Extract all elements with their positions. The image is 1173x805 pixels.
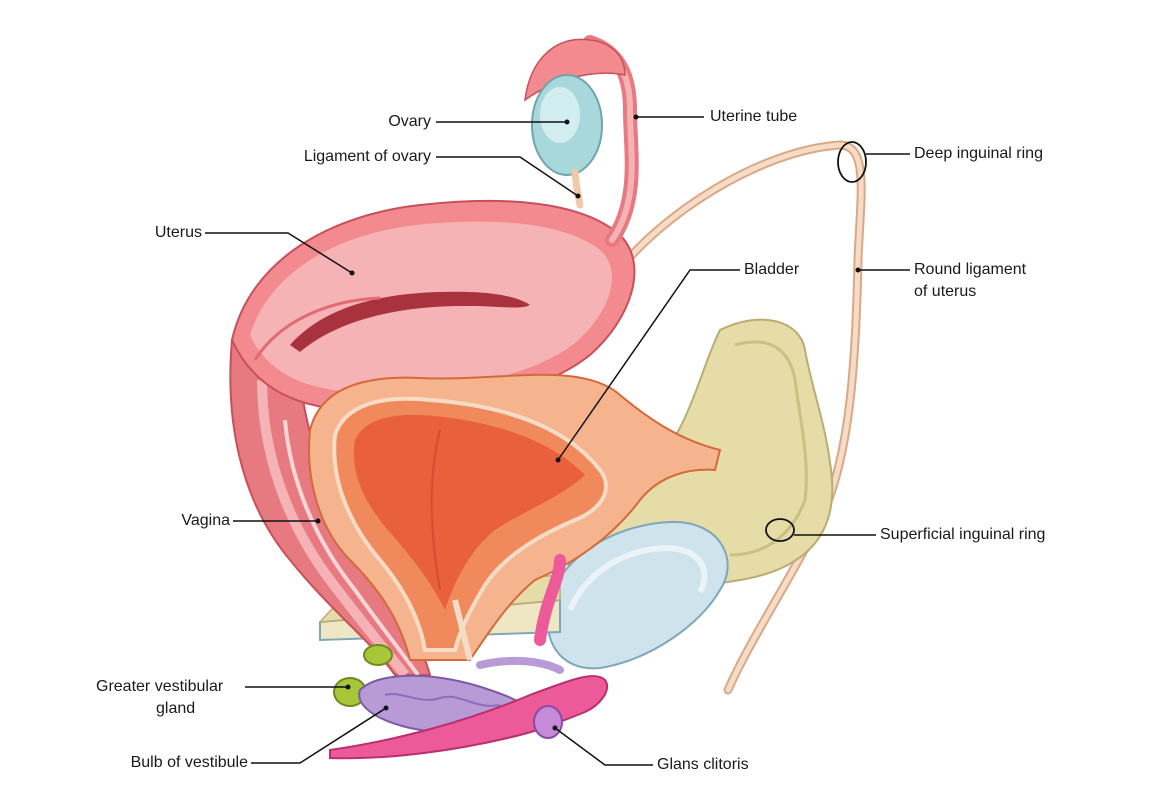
clitoris-shape: [329, 674, 608, 760]
superficial-inguinal-ring-marker: [765, 518, 795, 542]
label-bladder: Bladder: [744, 261, 800, 278]
leader-bulb-of-vestibule: [251, 707, 387, 764]
label-vagina: Vagina: [181, 512, 230, 529]
label-round-ligament-line1: Round ligament: [914, 261, 1027, 278]
ligament-of-ovary-shape: [571, 168, 584, 209]
label-glans-clitoris: Glans clitoris: [657, 756, 749, 773]
urethra-shape: [452, 599, 473, 661]
label-deep-inguinal-ring: Deep inguinal ring: [914, 145, 1043, 162]
label-uterus: Uterus: [154, 224, 202, 241]
symphysis-cartilage-shape: [546, 520, 729, 670]
uterine-cavity-shape: [290, 291, 530, 352]
leader-ligament-of-ovary: [436, 156, 579, 197]
label-round-ligament-line2: of uterus: [914, 283, 977, 300]
leader-bladder: [557, 269, 740, 461]
label-superficial-inguinal-ring: Superficial inguinal ring: [880, 526, 1046, 543]
label-greater-vestibular-gland-line1: Greater vestibular: [96, 678, 224, 695]
label-ovary: Ovary: [388, 113, 431, 130]
deep-inguinal-ring-marker: [837, 141, 867, 183]
leader-glans-clitoris: [554, 727, 653, 766]
leader-uterus: [205, 232, 353, 274]
glans-clitoris-shape: [533, 705, 563, 739]
label-greater-vestibular-gland-line2: gland: [156, 700, 196, 717]
label-uterine-tube: Uterine tube: [710, 108, 798, 125]
label-ligament-of-ovary: Ligament of ovary: [303, 148, 431, 165]
label-bulb-of-vestibule: Bulb of vestibule: [130, 754, 248, 771]
